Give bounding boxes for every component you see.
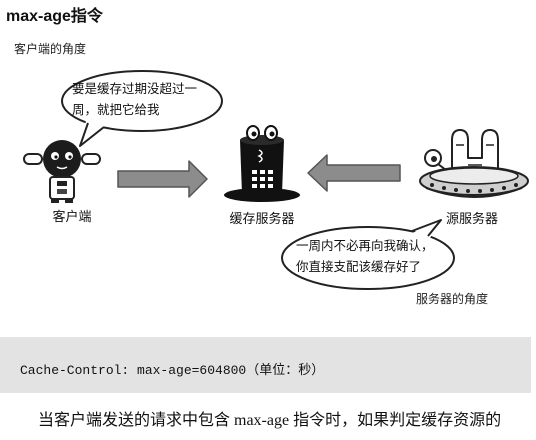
client-bubble-text: 要是缓存过期没超过一 周，就把它给我 [72, 78, 197, 120]
server-bubble-line: 你直接支配该缓存好了 [296, 259, 422, 274]
client-bubble-line: 要是缓存过期没超过一 [72, 81, 198, 96]
client-label: 客户端 [52, 209, 92, 224]
page-title: max-age指令 [6, 8, 103, 25]
code-line: Cache-Control: max-age=604800（单位：秒） [20, 363, 325, 378]
server-speech-bubble [281, 219, 455, 290]
client-speech-bubble [61, 70, 223, 147]
server-view-label: 服务器的角度 [416, 292, 489, 306]
client-robot-icon [23, 140, 101, 203]
client-view-label: 客户端的角度 [14, 42, 87, 56]
cache-server-hat-icon [224, 125, 300, 202]
client-bubble-line: 周，就把它给我 [72, 102, 160, 117]
cache-server-label: 缓存服务器 [229, 211, 295, 226]
origin-server-ufo-icon [419, 129, 529, 198]
body-paragraph: 当客户端发送的请求中包含 max-age 指令时，如果判定缓存资源的 [38, 412, 502, 429]
arrow-right-icon [117, 160, 208, 198]
code-block: Cache-Control: max-age=604800（单位：秒） [0, 337, 531, 393]
server-bubble-text: 一周内不必再向我确认， 你直接支配该缓存好了 [296, 235, 434, 277]
origin-server-label: 源服务器 [445, 211, 498, 226]
arrow-left-icon [307, 154, 401, 192]
max-age-diagram [23, 70, 529, 290]
server-bubble-line: 一周内不必再向我确认， [296, 238, 434, 253]
